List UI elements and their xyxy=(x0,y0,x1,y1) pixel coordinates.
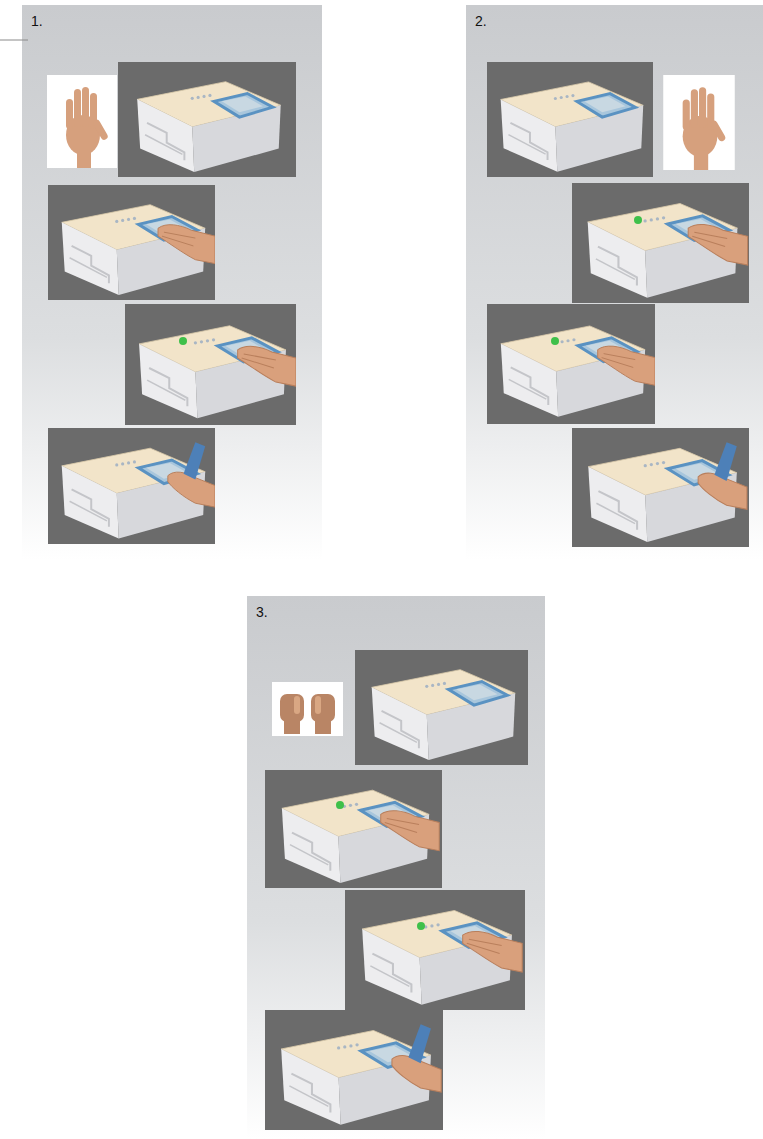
step-number: 3. xyxy=(256,604,268,621)
step-number: 1. xyxy=(31,13,43,30)
step-number: 2. xyxy=(475,13,487,30)
